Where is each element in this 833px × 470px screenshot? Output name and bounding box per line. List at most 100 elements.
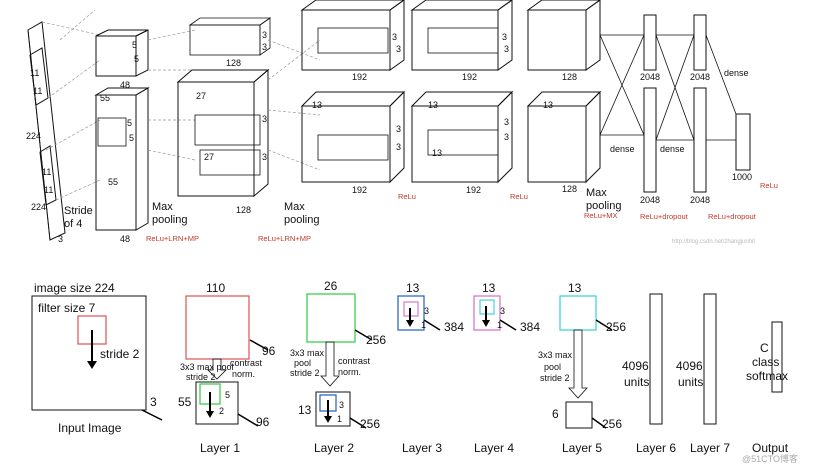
zf-l7-label: Layer 7: [690, 441, 730, 455]
conv1-k4: 5: [129, 133, 134, 143]
conv3-h: 13: [312, 100, 322, 110]
conv3-k1: 3: [392, 32, 397, 42]
fc2-bot-units: 2048: [690, 195, 710, 205]
dense-label-1: dense: [610, 144, 635, 154]
zf-l4-top: 13: [482, 281, 496, 295]
zf-l2-pool-line3: stride 2: [290, 368, 320, 378]
zf-l1-contrast-line2: norm.: [232, 369, 255, 379]
fc2-note: ReLu+dropout: [708, 212, 757, 221]
zf-l3-side: 384: [444, 320, 464, 334]
pool2-note: ReLu+LRN+MP: [258, 234, 311, 243]
zf-l5-pool-line3: stride 2: [540, 373, 570, 383]
zf-l2-inner: 13: [298, 403, 312, 417]
zf-l1-bottom: 96: [256, 415, 270, 429]
zf-l2-pool-line1: 3x3 max: [290, 348, 325, 358]
conv2-k2: 3: [262, 42, 267, 52]
zf-l5-label: Layer 5: [562, 441, 602, 455]
dense-label-2: dense: [660, 144, 685, 154]
fc-out-note: ReLu: [760, 181, 778, 190]
conv3-volume: 3 3 3 3 192 13 192 ReLu: [300, 0, 416, 201]
conv1-k2: 5: [134, 54, 139, 64]
conv5-d: 128: [562, 184, 577, 194]
zf-l1-inner: 55: [178, 395, 192, 409]
zf-out-line2: class: [752, 355, 779, 369]
input-kernel-1: 11: [30, 68, 39, 78]
zf-output: C class softmax Output: [746, 321, 789, 455]
conv4-d-top: 192: [462, 72, 477, 82]
conv5-h: 13: [543, 100, 553, 110]
zf-l4-k1: 1: [497, 320, 502, 330]
conv1-w: 55: [108, 177, 118, 187]
fc1-bot-units: 2048: [640, 195, 660, 205]
zf-l3-k1: 1: [421, 320, 426, 330]
top-watermark: http://blog.csdn.net/zhangjunhit: [672, 239, 755, 245]
conv1-d-top: 48: [120, 80, 130, 90]
input-kernel-2: 11: [33, 86, 42, 96]
stride-line2: of 4: [64, 218, 82, 230]
conv1-d: 48: [120, 234, 130, 244]
fc1-top-units: 2048: [640, 72, 660, 82]
conv3-k2: 3: [396, 44, 401, 54]
conv5-volume: 128 13 128: [526, 0, 602, 194]
zf-input: image size 224 filter size 7 stride 2 3 …: [31, 281, 163, 435]
zf-out-line3: softmax: [746, 369, 788, 383]
zf-l2-label: Layer 2: [314, 441, 354, 455]
zf-l3-k3: 3: [424, 306, 429, 316]
conv2-k4: 3: [262, 152, 267, 162]
fc-output-units: 1000: [732, 172, 752, 182]
zf-layer5: 13 256 3x3 max pool stride 2 6 256 Layer…: [538, 281, 626, 455]
conv3-k4: 3: [396, 142, 401, 152]
zf-input-label: Input Image: [58, 421, 122, 435]
fc2-top-units: 2048: [690, 72, 710, 82]
zf-l5-top: 13: [568, 281, 582, 295]
zf-l7-units-line2: units: [678, 375, 703, 389]
connectors-3: [267, 39, 321, 171]
zf-l2-top: 26: [324, 279, 338, 293]
zf-layer3: 13 3 1 384 Layer 3: [397, 281, 464, 455]
conv1-h: 55: [100, 93, 110, 103]
conv2-d-top: 128: [226, 58, 241, 68]
conv3-d: 192: [352, 185, 367, 195]
zf-filter-size: filter size 7: [38, 301, 96, 315]
zf-l1-k2: 2: [219, 406, 224, 416]
zf-l2-side: 256: [366, 333, 386, 347]
input-dim-w: 224: [31, 202, 46, 212]
zf-image-size: image size 224: [34, 281, 115, 295]
pool2-line1: Max: [284, 201, 305, 213]
conv4-volume: 3 3 3 3 192 13 13 192 ReLu: [410, 0, 528, 201]
zf-l1-pool-line2: stride 2: [186, 372, 216, 382]
dense-layers: dense dense dense 2048 2048 2048 2048 10…: [599, 14, 778, 221]
zf-l4-side: 384: [520, 320, 540, 334]
zf-l7-units-line1: 4096: [676, 359, 703, 373]
zf-layer1: 110 96 3x3 max pool stride 2 contrast no…: [178, 281, 276, 455]
zf-l2-contrast-line1: contrast: [338, 356, 371, 366]
conv4-k4: 3: [504, 132, 509, 142]
conv3-k3: 3: [396, 124, 401, 134]
conv4-d: 192: [466, 185, 481, 195]
input-kernel-3: 11: [42, 167, 51, 177]
conv2-k1: 3: [262, 30, 267, 40]
connectors-1: [41, 9, 101, 201]
zf-l2-bottom: 256: [360, 417, 380, 431]
fc1-note: ReLu+dropout: [640, 212, 689, 221]
conv2-volume: 3 3 3 3 128 27 27 128: [176, 17, 272, 215]
conv3-d-top: 192: [352, 72, 367, 82]
conv4-k2: 3: [504, 44, 509, 54]
zf-input-stride: stride 2: [100, 347, 140, 361]
zf-l5-pool-line2: pool: [544, 362, 561, 372]
input-kernel-4: 11: [44, 185, 53, 195]
zfnet-diagram: image size 224 filter size 7 stride 2 3 …: [31, 279, 798, 464]
conv4-h: 13: [428, 100, 438, 110]
stride-line1: Stride: [64, 205, 93, 217]
zf-l3-label: Layer 3: [402, 441, 442, 455]
conv2-h: 27: [196, 91, 206, 101]
zf-l1-label: Layer 1: [200, 441, 240, 455]
zf-l4-k3: 3: [500, 306, 505, 316]
conv2-k3: 3: [262, 114, 267, 124]
zf-l6-label: Layer 6: [636, 441, 676, 455]
